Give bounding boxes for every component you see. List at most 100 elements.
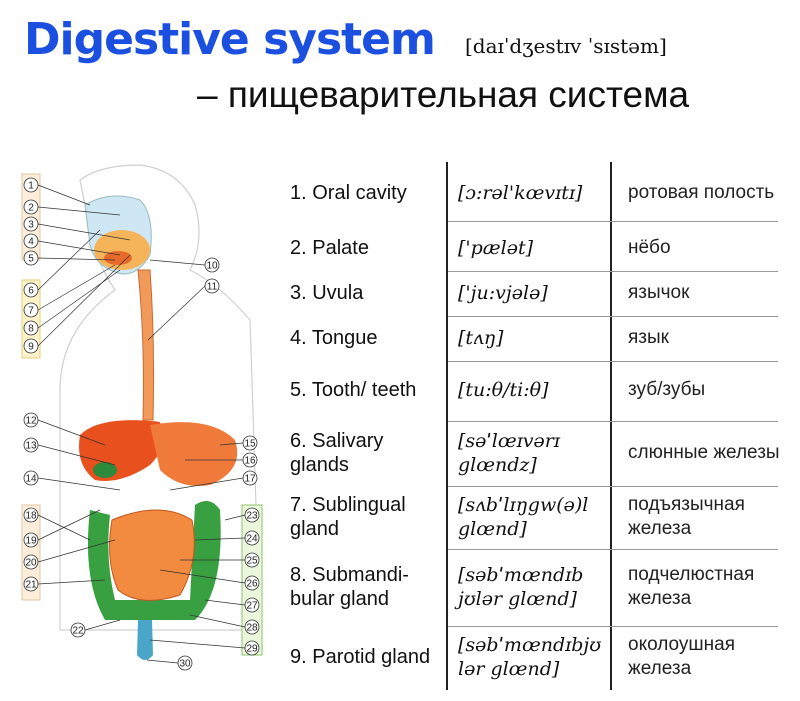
esophagus-shape: [137, 269, 155, 421]
number-label: 10: [206, 261, 218, 272]
page-subtitle: – пищеварительная система: [197, 74, 690, 115]
number-label: 23: [246, 511, 258, 522]
row-separator: [448, 549, 778, 550]
leader-lines: [37, 184, 246, 664]
leader-line: [194, 537, 246, 541]
translation-cell: нёбо: [628, 236, 671, 258]
translation-cell: подъязычная железа: [628, 493, 745, 539]
group-box-left-2: [21, 279, 41, 359]
row-separator: [448, 626, 778, 627]
transcription-cell: [tʌŋ]: [458, 326, 504, 349]
number-label: 21: [25, 580, 37, 591]
leader-line: [37, 184, 91, 206]
leader-line: [37, 264, 116, 311]
number-label: 14: [25, 474, 37, 485]
leader-line: [37, 477, 121, 491]
translation-cell: подчелюстная железа: [628, 563, 755, 609]
row-separator: [448, 221, 778, 222]
gallbladder-shape: [93, 462, 117, 478]
row-separator: [448, 271, 778, 272]
transcription-cell: [ɔ:rəl'kœvɪtɪ]: [458, 181, 583, 204]
leader-line: [149, 639, 246, 649]
transcription-cell: [sʌbˈlɪŋgw(ə)l glœnd]: [458, 493, 589, 540]
term-cell: 7. Sublingual gland: [290, 493, 406, 540]
large-intestine-shape: [87, 501, 221, 620]
number-label: 1: [28, 181, 34, 192]
number-label: 20: [25, 558, 37, 569]
transcription-cell: [tu:θ/ti:θ]: [458, 379, 549, 401]
number-label: 16: [244, 456, 256, 467]
leader-line: [149, 259, 206, 266]
translation-cell: язычок: [628, 281, 690, 303]
number-label: 11: [207, 282, 218, 293]
transcription-cell: ['pælət]: [458, 236, 534, 259]
tongue-shape: [104, 251, 132, 265]
term-cell: 8. Submandi- bular gland: [290, 563, 409, 610]
leader-line: [159, 569, 246, 584]
leader-line: [146, 659, 179, 664]
number-labels: 1234567891011121314151617181920212223242…: [23, 177, 260, 671]
number-label: 27: [246, 601, 258, 612]
number-label: 3: [28, 220, 34, 231]
term-cell: 9. Parotid gland: [290, 645, 431, 668]
transcription-cell: ['ju:vjələ]: [458, 281, 548, 304]
term-cell: 2. Palate: [290, 236, 369, 259]
row-separator: [448, 486, 778, 487]
term-cell: 4. Tongue: [290, 326, 378, 349]
translation-cell: слюнные железы: [628, 441, 780, 463]
rectum-shape: [137, 620, 153, 660]
number-label: 7: [28, 306, 34, 317]
number-label: 29: [246, 644, 258, 655]
number-label: 4: [28, 237, 34, 248]
page-title: Digestive system: [24, 14, 436, 65]
leader-line: [37, 254, 131, 347]
term-cell: 5. Tooth/ teeth: [290, 379, 417, 401]
translation-cell: околоушная железа: [628, 633, 735, 679]
number-label: 15: [244, 439, 256, 450]
number-label: 17: [244, 474, 256, 485]
number-label: 13: [25, 441, 37, 452]
number-label: 19: [25, 536, 37, 547]
transcription-cell: [səbˈmœndɪbjʊ lər glœnd]: [458, 633, 602, 680]
number-label: 28: [246, 623, 258, 634]
row-separator: [448, 316, 778, 317]
translation-cell: ротовая полость: [628, 181, 775, 203]
leader-line: [147, 285, 206, 341]
table-divider-1: [446, 162, 448, 690]
leader-line: [189, 614, 246, 628]
group-box-left-3: [21, 504, 41, 601]
leader-line: [84, 619, 121, 631]
number-label: 9: [28, 342, 34, 353]
leader-line: [37, 206, 121, 216]
leader-line: [204, 599, 246, 606]
leader-line: [37, 509, 101, 541]
transcription-cell: [səbˈmœndɪb jʊlər glœnd]: [458, 563, 584, 610]
term-cell: 1. Oral cavity: [290, 181, 407, 204]
transcription-cell: [səˈlœɪvərɪ glœndz]: [458, 429, 560, 476]
leader-line: [224, 514, 246, 521]
number-label: 26: [246, 579, 258, 590]
digestive-diagram: 1234567891011121314151617181920212223242…: [21, 164, 263, 671]
number-label: 8: [28, 324, 34, 335]
leader-line: [169, 477, 244, 491]
number-label: 30: [179, 659, 191, 670]
translation-cell: зуб/зубы: [628, 379, 706, 400]
number-label: 24: [246, 534, 258, 545]
row-separator: [448, 421, 778, 422]
leader-line: [37, 229, 101, 291]
translation-cell: язык: [628, 326, 669, 348]
liver-shape: [79, 420, 164, 481]
term-cell: 6. Salivary glands: [290, 429, 384, 476]
number-label: 5: [28, 254, 34, 265]
small-intestine-shape: [109, 509, 195, 601]
number-label: 18: [25, 511, 37, 522]
number-label: 22: [72, 626, 84, 637]
number-label: 25: [246, 556, 258, 567]
leader-line: [37, 579, 106, 585]
leader-line: [219, 442, 244, 446]
table-divider-2: [610, 162, 612, 690]
leader-line: [37, 539, 116, 563]
leader-line: [37, 257, 116, 261]
stomach-shape: [150, 422, 238, 486]
leader-line: [37, 444, 116, 466]
